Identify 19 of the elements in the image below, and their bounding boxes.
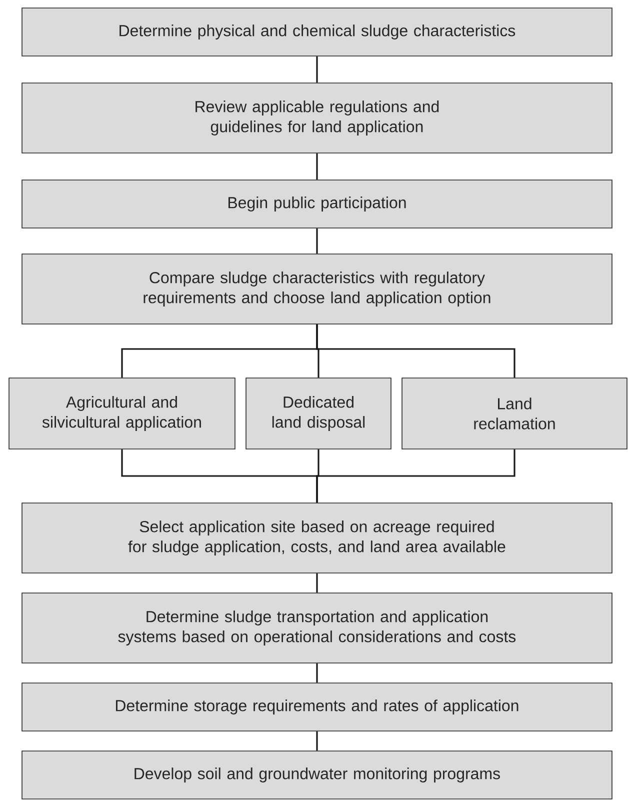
connector-line [316, 573, 318, 593]
process-box: Agricultural and silvicultural application [8, 378, 236, 450]
process-box: Review applicable regulations and guidelines for land application [22, 82, 612, 154]
process-box: Determine sludge transportation and application systems based on operational considerations and costs [22, 592, 612, 664]
connector-line [316, 324, 516, 378]
process-box: Select application site based on acreage required for sludge application, costs, and land area available [22, 502, 612, 574]
process-box: Determine physical and chemical sludge characteristics [22, 8, 612, 56]
connector-line [316, 228, 318, 254]
process-box: Begin public participation [22, 180, 612, 228]
connector-line [316, 56, 318, 83]
connector-line [316, 731, 318, 751]
process-box: Land reclamation [402, 378, 628, 450]
process-box: Compare sludge characteristics with regulatory requirements and choose land application option [22, 254, 612, 324]
process-box: Determine storage requirements and rates of application [22, 682, 612, 732]
connector-line [316, 449, 516, 503]
process-box: Dedicated land disposal [246, 378, 392, 450]
connector-line [316, 663, 318, 683]
process-box: Develop soil and groundwater monitoring programs [22, 750, 612, 800]
connector-line [316, 153, 318, 180]
